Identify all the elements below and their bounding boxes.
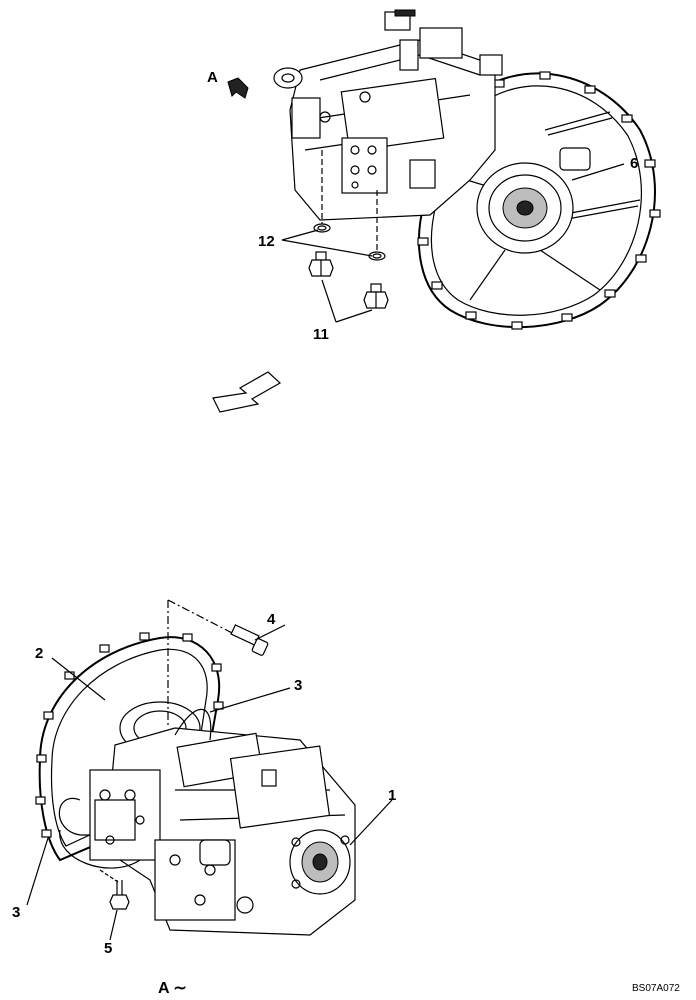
- pump-body-top: [273, 9, 503, 221]
- plug-11a: [308, 251, 334, 277]
- callout-11: 11: [313, 326, 329, 343]
- direction-arrow: [212, 371, 282, 413]
- callout-3-lower: 3: [12, 904, 20, 921]
- callout-5: 5: [104, 940, 112, 957]
- callout-6: 6: [630, 155, 638, 172]
- bolt-4: [230, 624, 269, 656]
- top-pump-assembly: [227, 9, 661, 330]
- callout-1: 1: [388, 787, 396, 804]
- callout-2: 2: [35, 645, 43, 662]
- plug-11b: [363, 283, 389, 309]
- callout-3-upper: 3: [294, 677, 302, 694]
- callout-12: 12: [258, 233, 275, 250]
- view-a-arrow-label: A: [207, 69, 218, 86]
- callout-4: 4: [267, 611, 276, 628]
- bolt-5: [99, 869, 130, 910]
- drawing-code: BS07A072: [632, 983, 680, 994]
- view-a-caption: A ∼: [158, 980, 187, 997]
- pump-body-bottom: [89, 727, 356, 936]
- bottom-pump-assembly: [26, 599, 393, 941]
- flywheel-housing-top: [417, 71, 661, 330]
- view-a-arrow: [227, 77, 249, 99]
